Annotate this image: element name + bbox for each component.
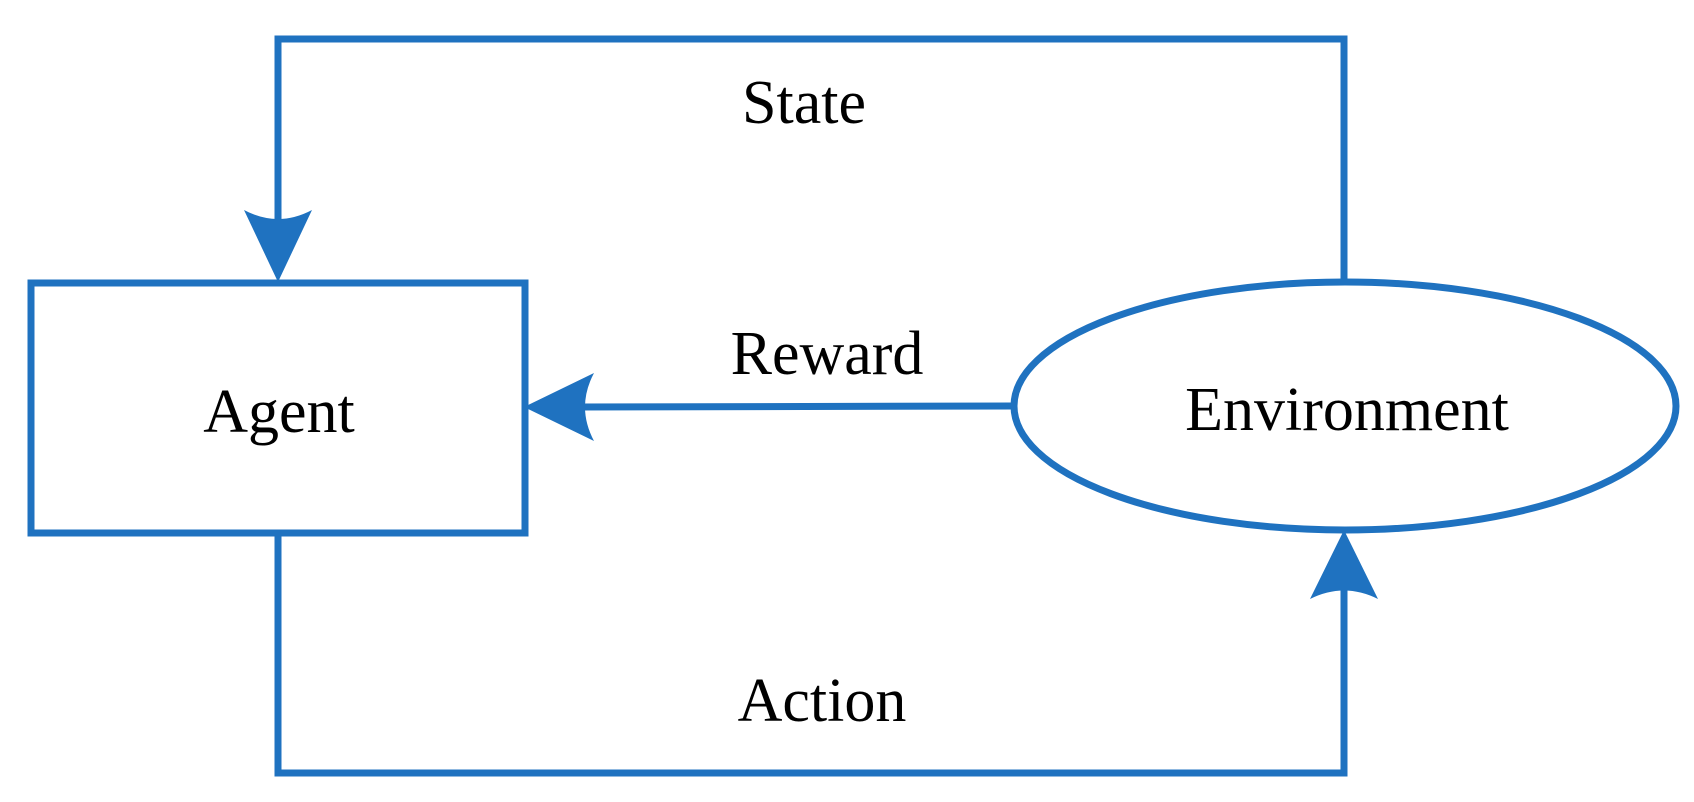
reward-edge-line <box>579 402 1014 411</box>
state-edge-line <box>274 35 1348 280</box>
reward-arrowhead <box>524 373 594 441</box>
reward-label: Reward <box>731 320 924 388</box>
environment-node <box>1010 278 1680 534</box>
state-label: State <box>742 69 866 137</box>
action-label: Action <box>738 667 907 735</box>
agent-node <box>27 279 529 537</box>
environment-label: Environment <box>1185 376 1509 444</box>
action-arrowhead <box>1310 530 1378 599</box>
action-edge-line <box>274 533 1348 777</box>
state-arrowhead <box>244 210 312 282</box>
agent-label: Agent <box>203 378 355 446</box>
